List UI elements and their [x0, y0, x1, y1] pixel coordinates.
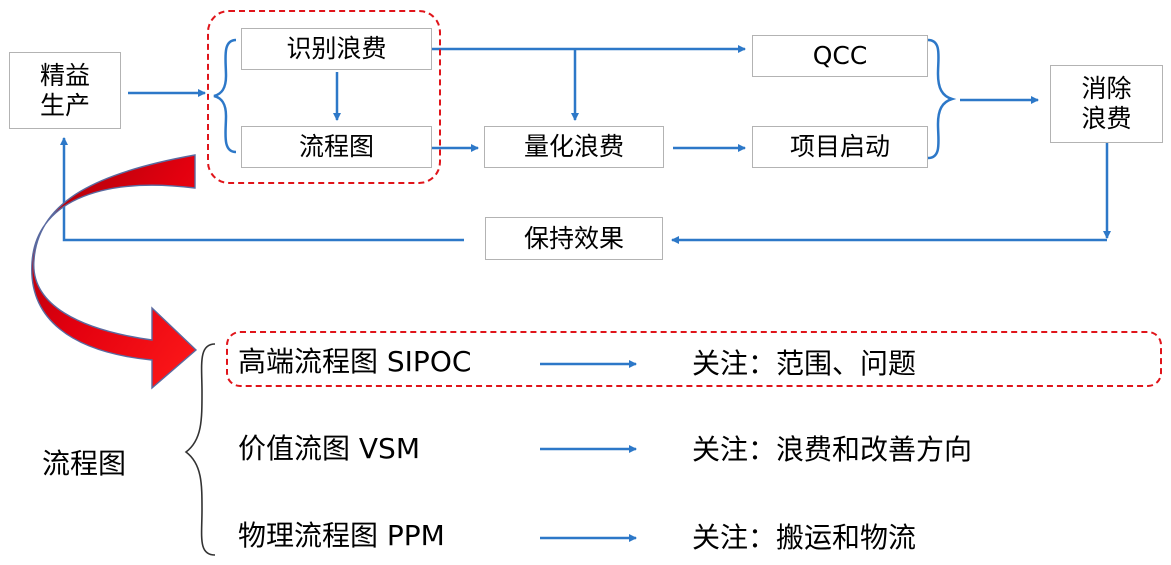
row-vsm-focus: 关注：浪费和改善方向	[692, 433, 973, 466]
arrow-sustain-to-lean	[60, 137, 464, 242]
left-brace-identify	[213, 38, 237, 154]
flowchart-label: 流程图	[298, 132, 374, 161]
identify-waste-box: 识别浪费	[241, 28, 432, 70]
flowchart-box: 流程图	[241, 126, 432, 168]
eliminate-line-1: 消除	[1081, 74, 1132, 103]
lean-line-1: 精益	[39, 60, 90, 90]
big-red-curved-arrow	[31, 154, 198, 390]
sustain-effect-box: 保持效果	[485, 217, 663, 260]
row-ppm-name: 物理流程图 PPM	[238, 519, 445, 552]
quantify-waste-label: 量化浪费	[523, 132, 624, 161]
right-brace-qcc	[927, 38, 957, 160]
eliminate-waste-box: 消除 浪费	[1050, 65, 1163, 143]
row-sipoc-name: 高端流程图 SIPOC	[238, 345, 472, 378]
qcc-label: QCC	[812, 41, 868, 70]
detail-flowchart-label: 流程图	[42, 447, 127, 480]
highlight-frame-identify	[207, 10, 441, 184]
quantify-waste-box: 量化浪费	[484, 126, 664, 168]
sustain-effect-label: 保持效果	[523, 223, 624, 253]
highlight-frame-sipoc	[226, 331, 1162, 387]
lean-line-2: 生产	[39, 90, 90, 120]
lean-production-box: 精益 生产	[9, 52, 121, 129]
project-launch-box: 项目启动	[752, 126, 928, 168]
identify-waste-label: 识别浪费	[286, 34, 387, 63]
row-vsm-name: 价值流图 VSM	[238, 432, 420, 465]
row-sipoc-focus: 关注：范围、问题	[692, 347, 917, 380]
qcc-box: QCC	[752, 35, 928, 77]
project-launch-label: 项目启动	[789, 132, 890, 161]
eliminate-line-2: 浪费	[1081, 104, 1132, 133]
row-ppm-focus: 关注：搬运和物流	[692, 521, 917, 554]
detail-brace	[184, 343, 216, 556]
